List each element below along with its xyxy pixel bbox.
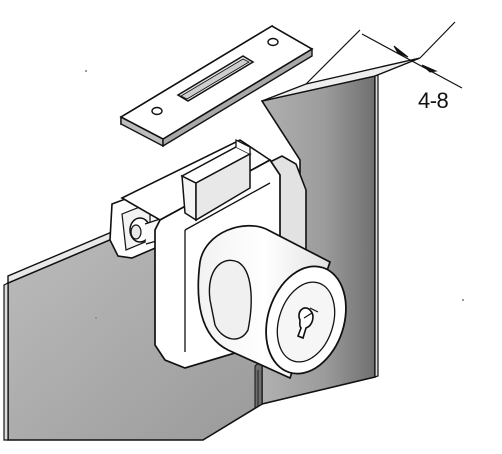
strike-plate <box>119 24 314 148</box>
cylinder-recess <box>208 259 252 340</box>
arrowhead-left <box>393 45 409 58</box>
scan-specks <box>85 70 464 319</box>
keyhole <box>296 307 319 340</box>
latch-bolt-side <box>195 152 251 222</box>
arrowhead-right <box>421 64 438 73</box>
strike-plate-hole-right <box>267 37 279 47</box>
dimension-callout: 4-8 <box>305 21 463 113</box>
left-panel-side-edge <box>3 282 9 441</box>
dimension-label: 4-8 <box>418 88 449 113</box>
strike-plate-hole-left <box>151 106 163 116</box>
key-cylinder <box>197 224 347 380</box>
panel-group <box>3 57 421 441</box>
right-panel-right-edge <box>374 74 379 378</box>
